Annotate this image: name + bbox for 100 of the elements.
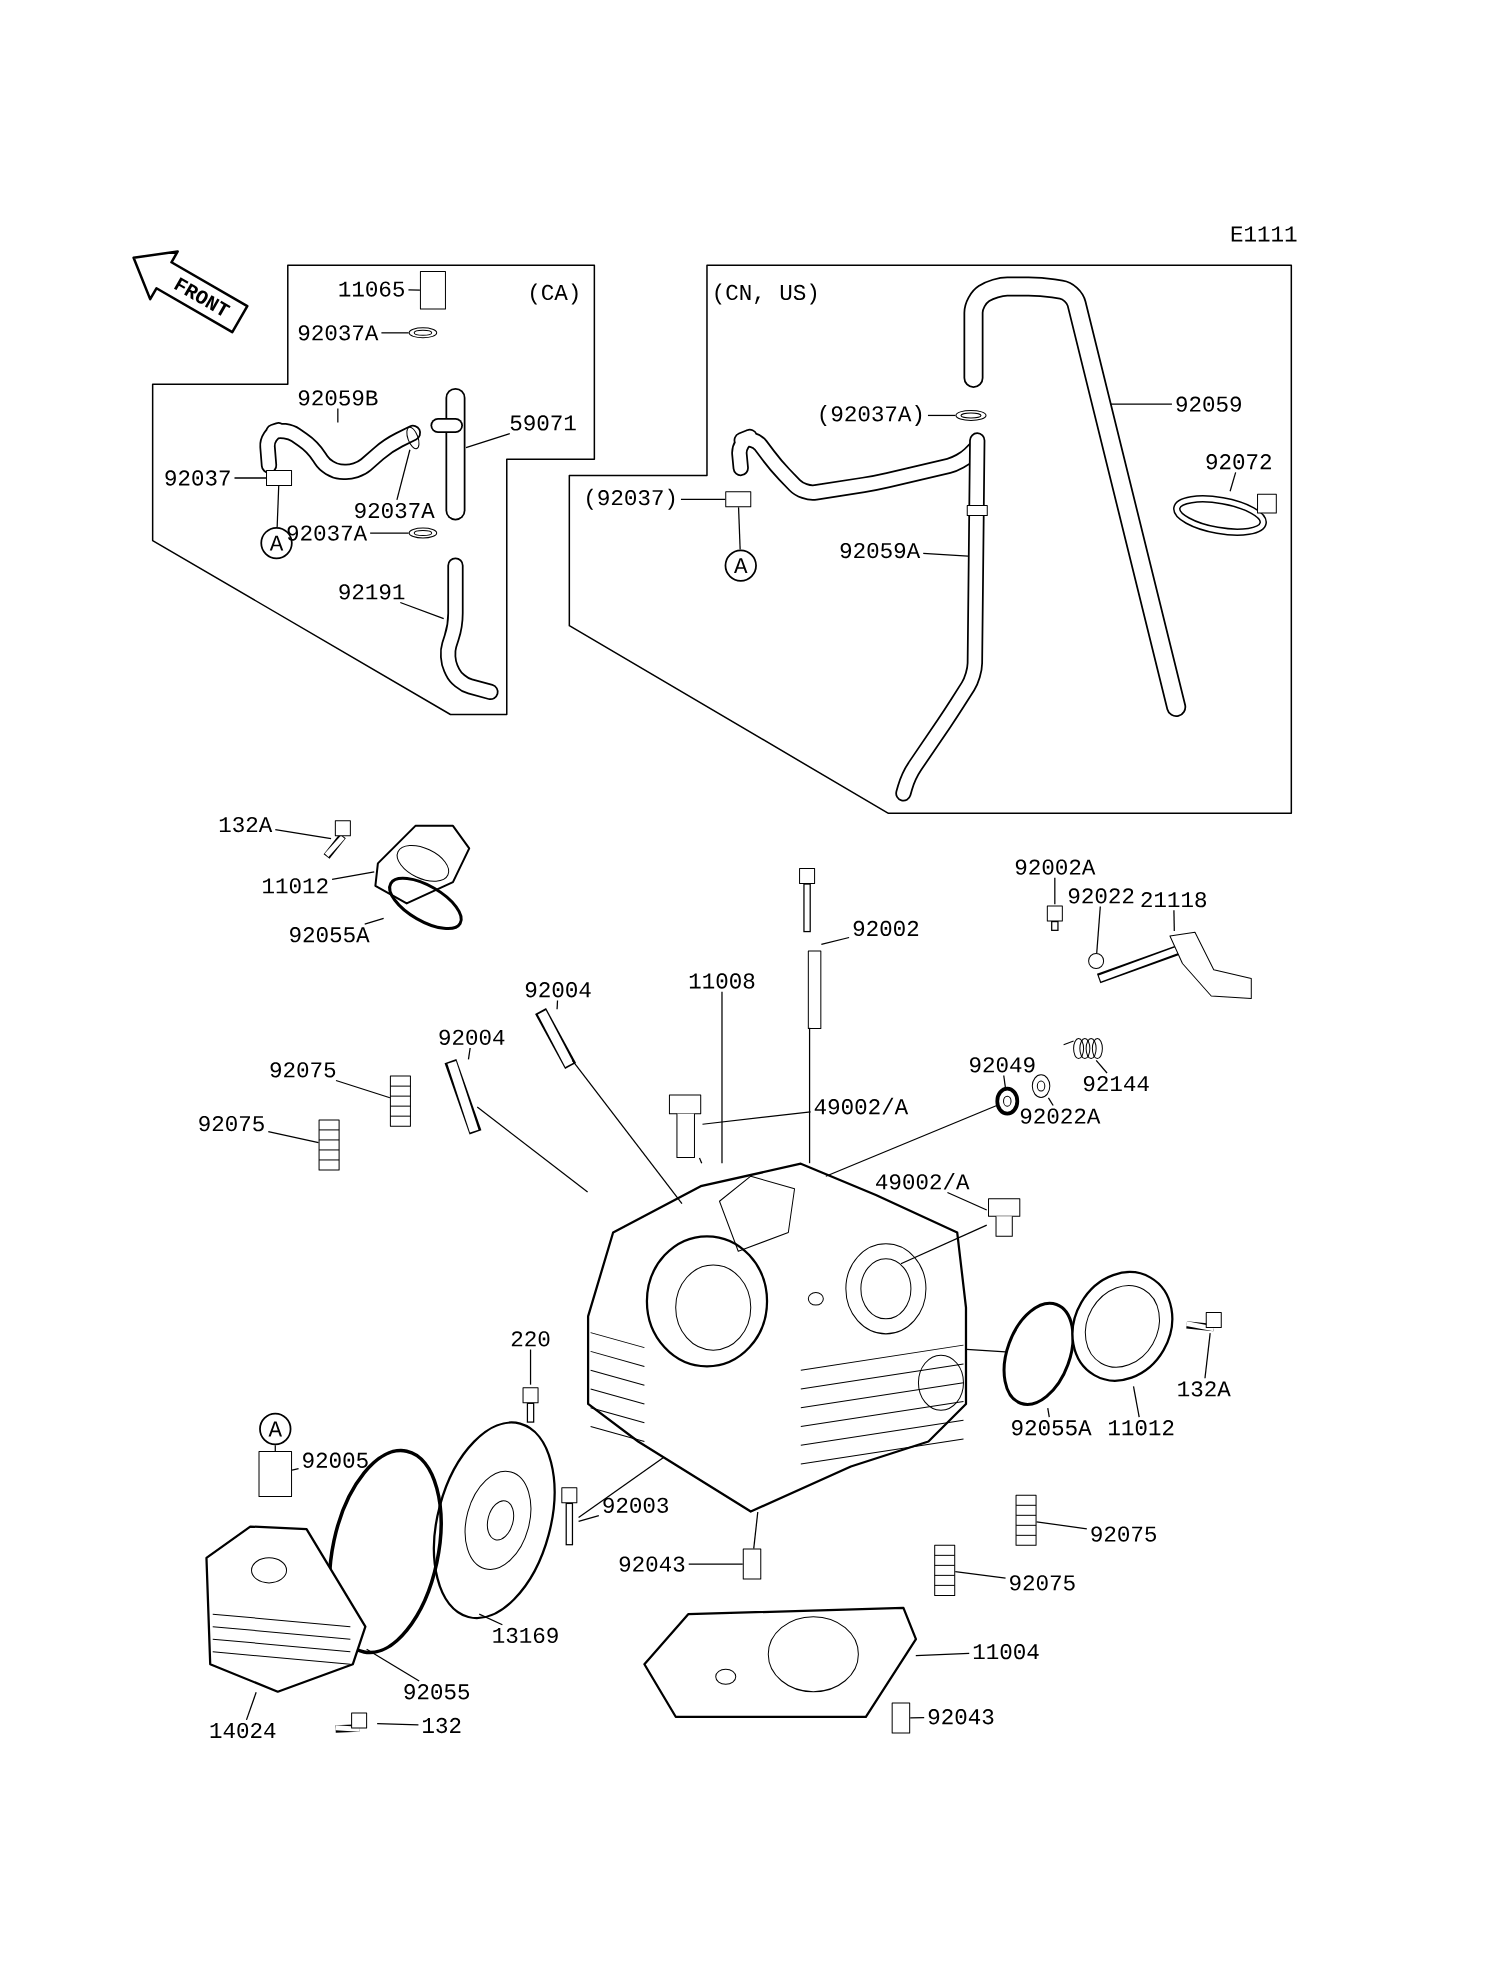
leader-line bbox=[1003, 1074, 1006, 1089]
guide-line bbox=[808, 1027, 811, 1164]
leader-line bbox=[245, 1691, 257, 1721]
part-number: 92055A bbox=[1011, 1420, 1092, 1436]
clip bbox=[408, 527, 438, 539]
gasket bbox=[643, 1606, 917, 1718]
guide-line bbox=[900, 1224, 988, 1265]
leader-line bbox=[954, 1571, 1007, 1579]
leader-line bbox=[478, 1613, 503, 1626]
leader-line bbox=[376, 1722, 419, 1726]
part-number: 92002 bbox=[853, 920, 918, 937]
leader-line bbox=[291, 1468, 300, 1471]
bolt bbox=[335, 1712, 367, 1733]
leader-line bbox=[529, 1348, 532, 1386]
leader-line bbox=[1035, 1521, 1088, 1530]
bolt bbox=[1186, 1312, 1222, 1332]
band-clamp bbox=[1173, 493, 1277, 536]
leader-line bbox=[1095, 1059, 1108, 1074]
leader-line bbox=[1109, 403, 1173, 405]
cap bbox=[419, 271, 446, 310]
leader-line bbox=[680, 498, 726, 500]
bolt bbox=[798, 867, 822, 1030]
leader-line bbox=[1173, 909, 1175, 932]
part-number: 11008 bbox=[689, 973, 755, 989]
leader-line bbox=[577, 1515, 600, 1523]
bolt bbox=[522, 1387, 539, 1423]
part-number: 11004 bbox=[973, 1644, 1039, 1660]
guide-line bbox=[476, 1106, 589, 1193]
part-number: 11012 bbox=[1108, 1420, 1174, 1436]
clip bbox=[408, 327, 438, 339]
valve bbox=[668, 1094, 702, 1158]
leader-line bbox=[909, 1716, 925, 1719]
leader-line bbox=[915, 1652, 970, 1657]
clip bbox=[725, 491, 752, 508]
part-number: (92037A) bbox=[820, 404, 922, 426]
part-number: 92144 bbox=[1083, 1075, 1149, 1092]
part-number: 92022 bbox=[1068, 888, 1134, 904]
leader-line bbox=[274, 1444, 276, 1452]
bolt bbox=[561, 1487, 578, 1546]
leader-line bbox=[396, 449, 411, 501]
part-number: 220 bbox=[511, 1331, 550, 1347]
part-number: 13169 bbox=[493, 1627, 558, 1644]
bolt bbox=[1046, 905, 1063, 931]
valve bbox=[987, 1198, 1021, 1237]
part-number: 92075 bbox=[270, 1062, 336, 1078]
dowel-pin bbox=[742, 1548, 762, 1580]
fitting bbox=[258, 1451, 292, 1498]
part-number: 49002/A bbox=[814, 1097, 909, 1115]
leader-line bbox=[399, 601, 445, 620]
leader-line bbox=[946, 1191, 988, 1211]
rubber-damper bbox=[318, 1119, 340, 1171]
part-number: 132A bbox=[219, 816, 273, 833]
washer bbox=[1088, 953, 1104, 969]
leader-line bbox=[721, 991, 723, 1164]
option-label: (CA) bbox=[530, 283, 578, 305]
option-label: (CN, US) bbox=[715, 283, 816, 305]
leader-line bbox=[465, 432, 511, 449]
leader-line bbox=[274, 828, 332, 840]
part-number: 92072 bbox=[1206, 454, 1271, 470]
part-number: 14024 bbox=[210, 1722, 276, 1739]
part-number: 92022A bbox=[1020, 1108, 1101, 1124]
leader-line bbox=[1204, 1332, 1211, 1379]
part-number: 92075 bbox=[1009, 1575, 1075, 1591]
lever bbox=[1096, 931, 1252, 999]
guide-line bbox=[825, 1104, 998, 1177]
leader-line bbox=[331, 871, 375, 880]
leader-line bbox=[267, 1131, 320, 1144]
guide-line bbox=[753, 1511, 759, 1550]
cover bbox=[1071, 1271, 1174, 1382]
part-number: 92004 bbox=[439, 1029, 505, 1045]
part-number: 92049 bbox=[969, 1057, 1035, 1073]
hose bbox=[259, 422, 421, 481]
part-number: 11012 bbox=[263, 878, 328, 894]
hose bbox=[731, 428, 988, 802]
part-number: 92055A bbox=[290, 927, 370, 943]
leader-line bbox=[335, 1079, 391, 1099]
part-number: 92075 bbox=[199, 1116, 264, 1132]
part-number: 92037 bbox=[165, 470, 230, 486]
part-number: 132A bbox=[1178, 1381, 1231, 1397]
leader-line bbox=[737, 506, 741, 551]
clip bbox=[265, 470, 292, 486]
part-number: 92055 bbox=[404, 1684, 469, 1700]
part-number: 92037A bbox=[298, 325, 379, 341]
leader-line bbox=[1132, 1385, 1140, 1418]
part-number: 92059 bbox=[1176, 396, 1241, 412]
leader-line bbox=[922, 552, 969, 557]
leader-line bbox=[369, 532, 410, 534]
leader-line bbox=[556, 999, 559, 1010]
guide-line bbox=[698, 1157, 703, 1164]
part-number: 92003 bbox=[603, 1497, 668, 1513]
rubber-damper bbox=[389, 1075, 411, 1127]
part-number: 92191 bbox=[339, 584, 405, 600]
part-number: 92005 bbox=[303, 1452, 368, 1468]
leader-line bbox=[365, 1648, 420, 1682]
part-number: (92037) bbox=[587, 488, 675, 510]
guide-line bbox=[577, 1457, 664, 1519]
clip bbox=[955, 409, 987, 421]
rubber-damper bbox=[1015, 1494, 1037, 1546]
leader-line bbox=[820, 936, 850, 945]
leader-line bbox=[380, 332, 410, 334]
